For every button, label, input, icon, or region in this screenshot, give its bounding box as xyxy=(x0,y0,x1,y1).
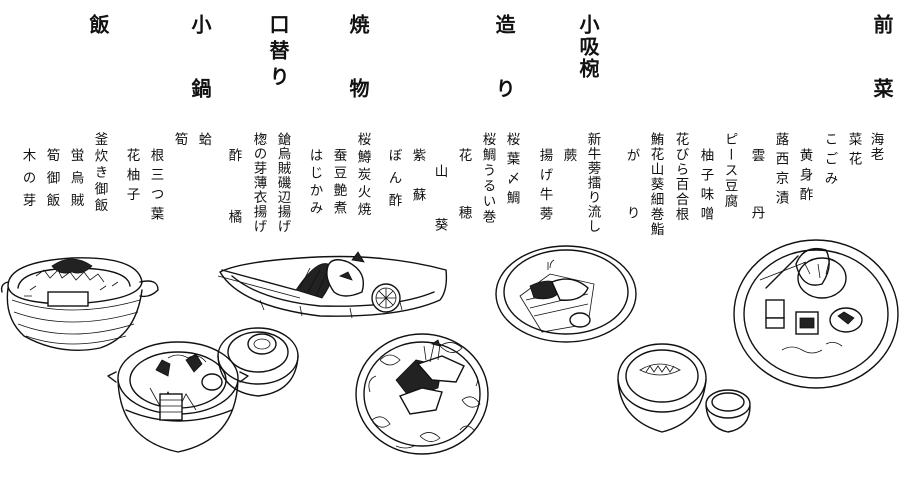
menu-item: 黄身酢 xyxy=(796,148,813,207)
course-title-suimono: 小吸椀 xyxy=(576,14,600,80)
menu-item: 新牛蒡擂り流し xyxy=(584,132,601,234)
menu-item: 花びら百合根 xyxy=(672,132,689,222)
fish-plate-illustration xyxy=(495,245,637,343)
menu-item: 酢橘 xyxy=(225,148,242,271)
menu-item: 木の芽 xyxy=(19,148,36,216)
menu-item: 海老 xyxy=(867,132,884,162)
tsukuri-plate-illustration xyxy=(355,333,489,455)
menu-item: 山葵 xyxy=(431,164,448,271)
menu-item: 筍 xyxy=(171,132,188,147)
menu-item: 楤の芽薄衣揚げ xyxy=(250,132,267,234)
course-title-tsukuri: 造 り xyxy=(492,14,516,110)
menu-item: 菜花 xyxy=(845,132,862,171)
suimono-bowl-illustration xyxy=(617,343,751,433)
menu-item: 柚子味噌 xyxy=(697,148,714,226)
menu-item: 蕗西京漬 xyxy=(772,132,789,210)
course-title-yakimono: 焼 物 xyxy=(346,14,370,110)
menu-item: 紫蘇 xyxy=(409,148,426,227)
menu-item: 筍御飯 xyxy=(43,148,60,216)
konabe-pot-illustration xyxy=(107,327,299,453)
menu-item: 桜葉〆鯛 xyxy=(503,132,520,210)
menu-item: 雲丹 xyxy=(748,148,765,263)
yakimono-boat-plate-illustration xyxy=(217,251,448,319)
menu-item: 花柚子 xyxy=(123,148,140,207)
menu-item: がり xyxy=(623,148,640,263)
menu-item: 桜鱒炭火焼 xyxy=(354,132,371,220)
menu-item: こごみ xyxy=(821,132,838,191)
menu-item: はじかみ xyxy=(306,148,323,218)
menu-item: 花穂 xyxy=(455,148,472,263)
menu-item: 蚕豆艶煮 xyxy=(330,148,347,218)
menu-item: 蛤 xyxy=(195,132,212,152)
menu-item: 鮪花山葵細巻鮨 xyxy=(647,132,664,237)
rice-pot-illustration xyxy=(0,257,159,351)
menu-item: 釜炊き御飯 xyxy=(91,132,108,215)
menu-item: 揚げ牛蒡 xyxy=(536,148,553,226)
menu-item: 根三つ葉 xyxy=(147,148,164,226)
course-title-zensai: 前 菜 xyxy=(870,14,894,110)
menu-item: 桜鯛うるい巻 xyxy=(479,132,496,225)
course-title-kuchigawari: 口替り xyxy=(266,14,290,92)
zensai-plate-illustration xyxy=(733,239,899,389)
menu-item: 蕨 xyxy=(560,148,577,163)
course-title-meshi: 飯 xyxy=(86,14,110,36)
menu-item: 鎗烏賊磯辺揚げ xyxy=(274,132,291,234)
menu-item: ピース豆腐 xyxy=(721,132,738,210)
menu-item: ぼん酢 xyxy=(385,148,402,216)
course-title-konabe: 小 鍋 xyxy=(188,14,212,110)
menu-item: 蛍烏賊 xyxy=(67,148,84,216)
